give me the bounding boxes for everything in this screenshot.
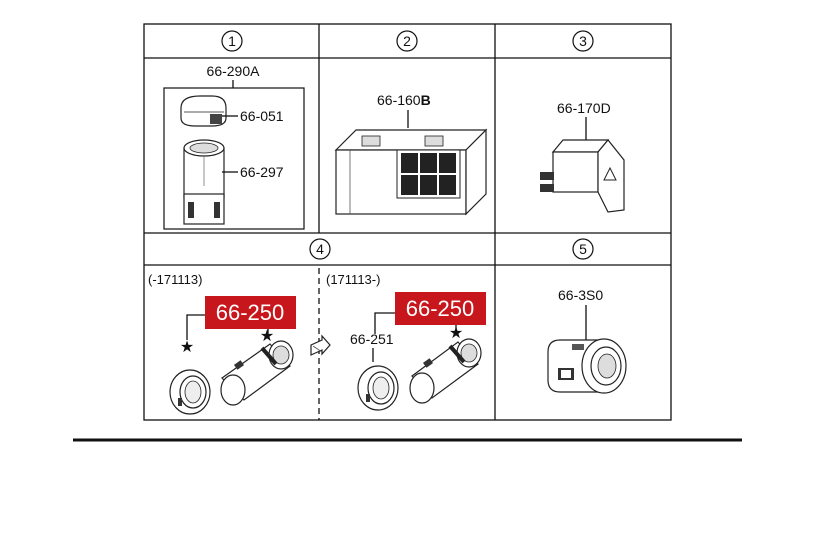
svg-text:4: 4 [316,241,324,257]
cell-4: (-171113) (171113-) 66-250 ★ ★ [148,272,486,415]
cell-number-5[interactable]: 5 [572,238,594,260]
svg-text:3: 3 [579,33,587,49]
label-66-251[interactable]: 66-251 [350,331,394,347]
bezel-ring-left-illustration [169,369,211,415]
hazard-switch-illustration [540,139,625,213]
bezel-ring-right-illustration [357,365,399,411]
cell-3: 66-170D [540,100,625,213]
svg-text:66-250: 66-250 [216,300,285,325]
cell-number-4[interactable]: 4 [309,238,331,260]
group-box [163,87,305,230]
star-icon: ★ [260,328,274,345]
cell-5: 66-3S0 [547,287,627,394]
range-left: (-171113) [148,272,202,287]
label-66-170d[interactable]: 66-170D [557,100,611,116]
label-66-297[interactable]: 66-297 [240,164,284,180]
cell-1: 66-290A 66-051 66-297 [163,63,305,230]
switch-panel-illustration [334,128,488,216]
diagram-grid [143,23,672,421]
label-66-160b[interactable]: 66-160B [377,92,431,108]
label-66-051[interactable]: 66-051 [240,108,284,124]
cap-part-illustration [180,95,227,127]
socket-part-illustration [183,139,225,225]
arrow-icon [310,334,331,356]
svg-text:1: 1 [228,33,236,49]
star-icon: ★ [449,325,463,342]
cell-number-2[interactable]: 2 [396,30,418,52]
lighter-left-illustration [220,340,294,406]
cell-number-3[interactable]: 3 [572,30,594,52]
svg-text:66-250: 66-250 [406,296,475,321]
cell-2: 66-160B [334,92,488,216]
star-icon: ★ [180,339,194,356]
label-66-290a[interactable]: 66-290A [207,63,261,79]
svg-text:5: 5 [579,241,587,257]
cell-number-1[interactable]: 1 [221,30,243,52]
label-66-3s0[interactable]: 66-3S0 [558,287,603,303]
callout-right[interactable]: 66-250 [395,292,486,325]
range-right: (171113-) [326,272,380,287]
power-outlet-illustration [547,338,627,394]
callout-left[interactable]: 66-250 [205,296,296,329]
lighter-right-illustration [409,338,482,404]
svg-text:2: 2 [403,33,411,49]
